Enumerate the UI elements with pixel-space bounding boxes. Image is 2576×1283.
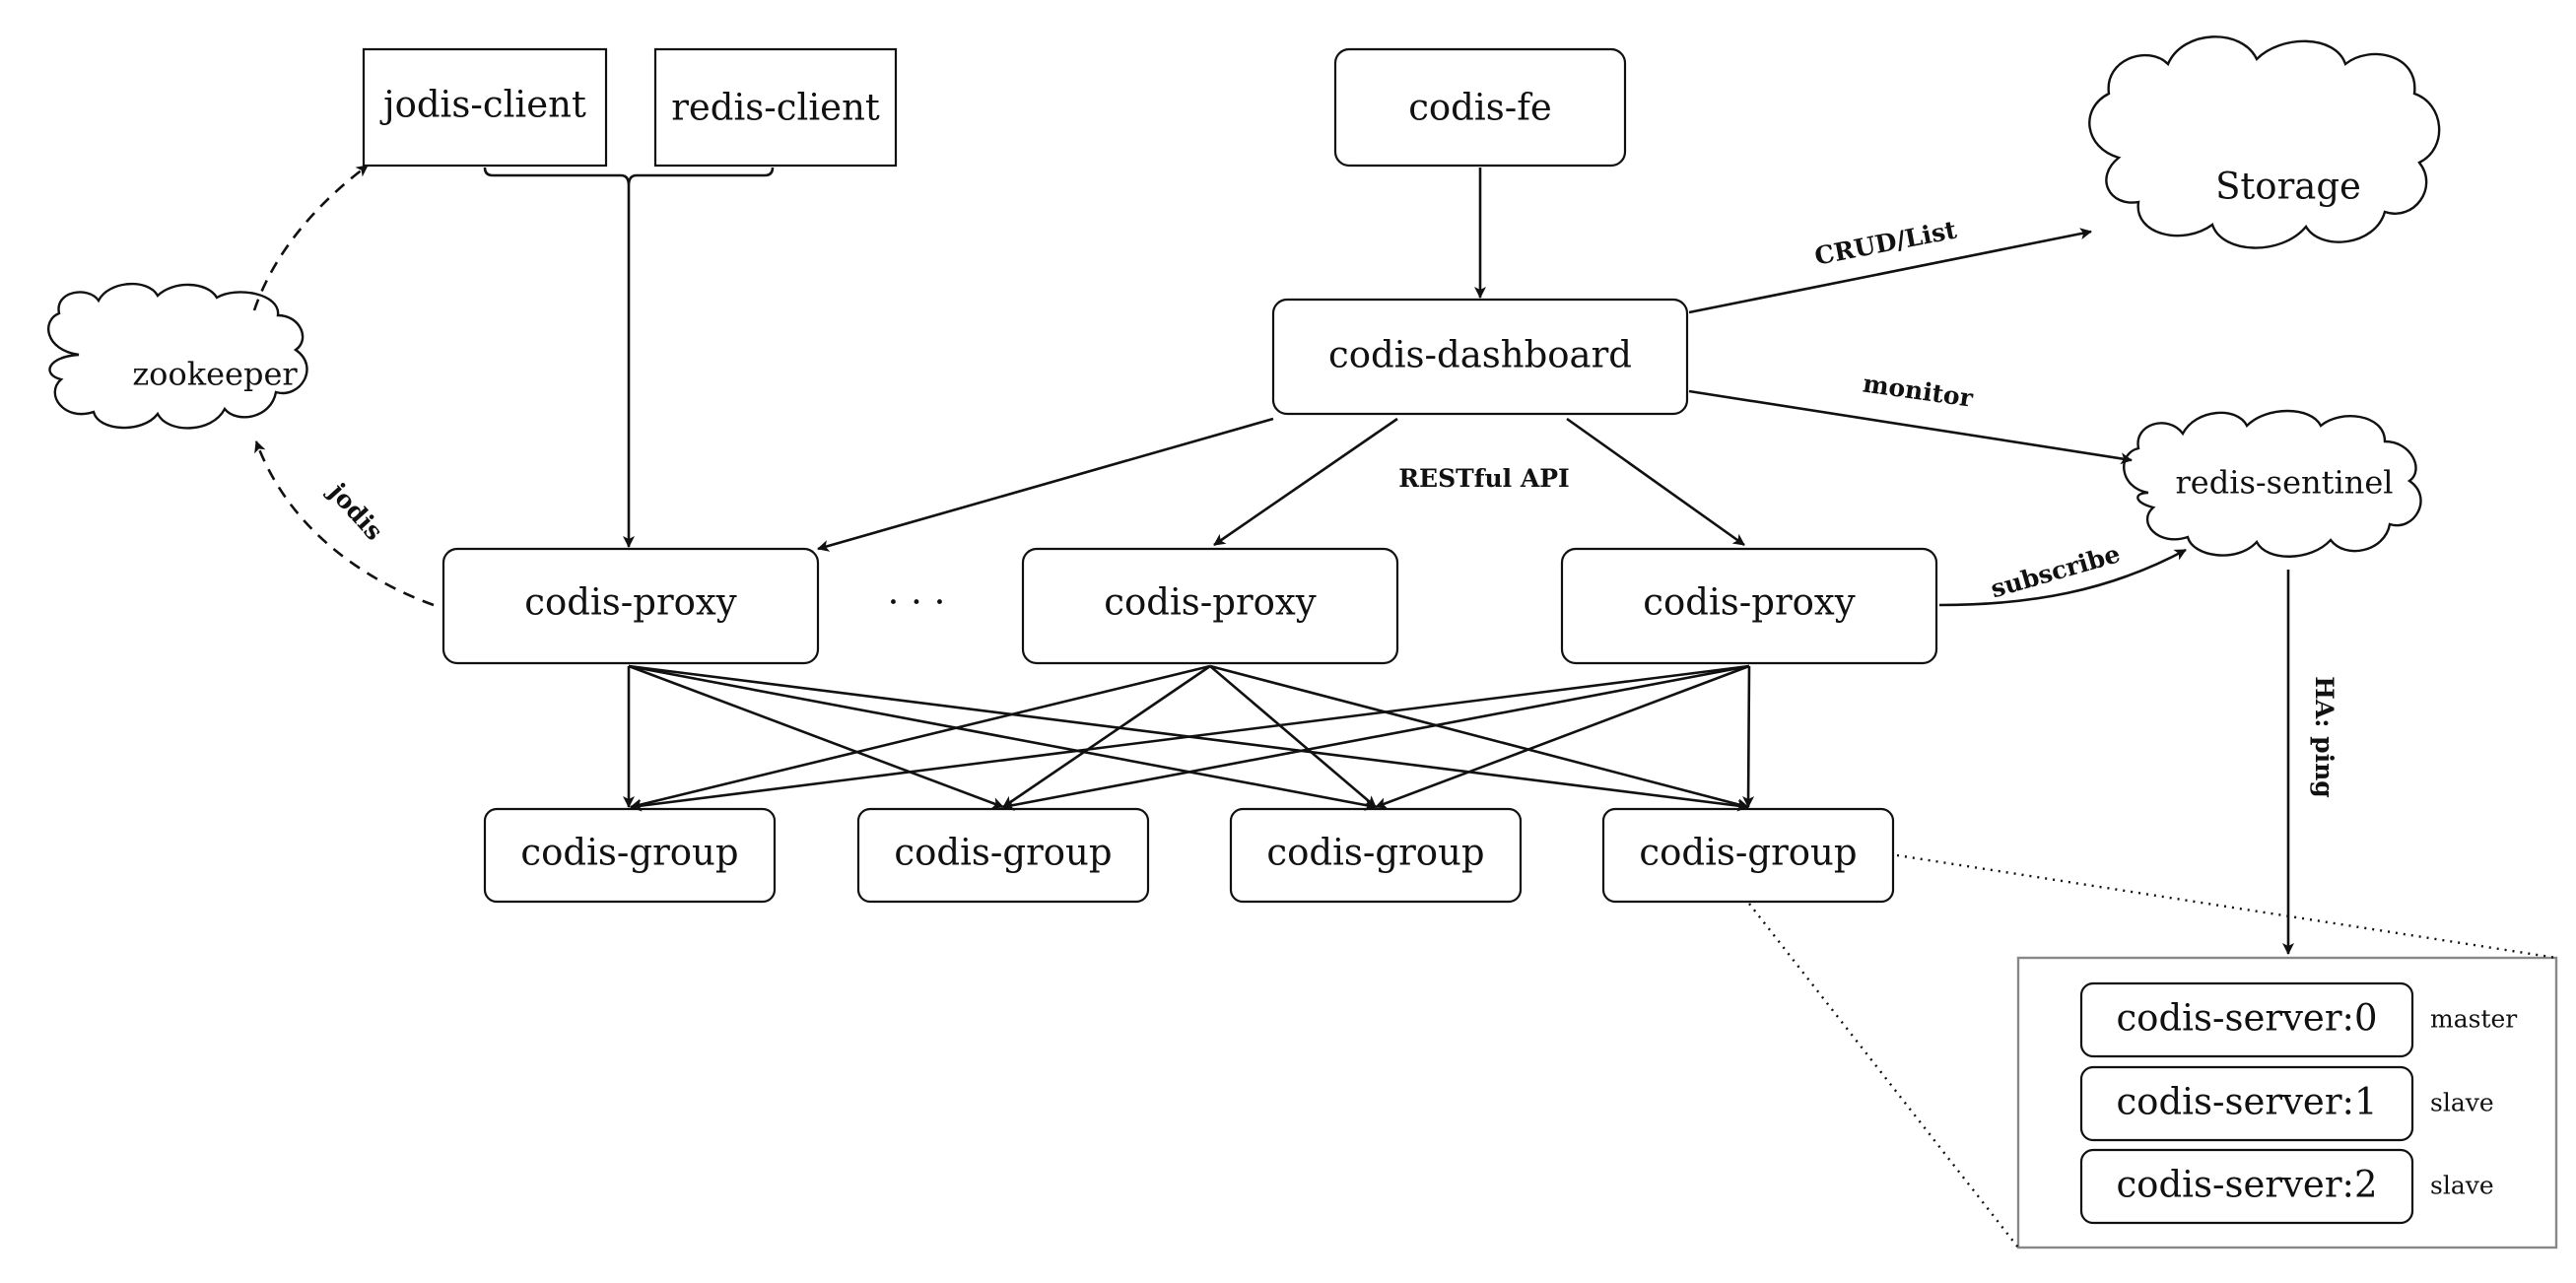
edge-label-monitor: monitor: [1862, 369, 1976, 412]
edge-label-ha: HA: ping: [2310, 676, 2339, 798]
codis-server-label: codis-server:2: [2116, 1164, 2377, 1206]
codis-proxy-label: codis-proxy: [524, 581, 737, 624]
zoom-line-top: [1896, 853, 2557, 960]
proxy-ellipsis: · · ·: [888, 581, 946, 624]
edge-dashboard-to-proxy-3: [1566, 417, 1745, 547]
redis-sentinel-label: redis-sentinel: [2175, 464, 2393, 502]
jodis-client-label: jodis-client: [379, 84, 586, 126]
proxy-group-mesh: [623, 664, 1755, 812]
edge-dashboard-to-proxy-2: [1213, 417, 1398, 547]
codis-proxy-box-2: codis-proxy: [1021, 547, 1399, 665]
edge-proxy3-group3: [1375, 664, 1750, 809]
codis-server-label: codis-server:0: [2116, 997, 2377, 1040]
codis-proxy-box-3: codis-proxy: [1560, 547, 1938, 665]
zookeeper-label: zookeeper: [132, 356, 298, 393]
edge-proxy2-group3: [1209, 665, 1377, 808]
edge-label-jodis: jodis: [322, 476, 389, 546]
edge-proxy1-group2: [628, 664, 1004, 809]
edge-proxy3-group4: [1742, 665, 1755, 808]
codis-group-label: codis-group: [1266, 832, 1484, 874]
server-role-slave: slave: [2430, 1172, 2494, 1200]
codis-dashboard-box: codis-dashboard: [1271, 298, 1689, 416]
codis-server-box-1: codis-server:1: [2079, 1065, 2414, 1142]
redis-sentinel-cloud: redis-sentinel: [2123, 409, 2422, 558]
edge-proxy2-group1: [630, 664, 1211, 811]
edge-proxy2-group4: [1209, 664, 1749, 811]
codis-server-label: codis-server:1: [2116, 1081, 2377, 1123]
zoom-line-bottom: [1748, 903, 2019, 1249]
codis-fe-label: codis-fe: [1408, 87, 1552, 129]
jodis-client-box: jodis-client: [362, 47, 608, 168]
storage-label: Storage: [2215, 166, 2361, 208]
zookeeper-cloud: zookeeper: [46, 283, 308, 430]
edge-proxy-to-zookeeper: [254, 440, 435, 607]
clients-brace: [483, 167, 775, 186]
codis-dashboard-label: codis-dashboard: [1328, 334, 1632, 376]
server-role-master: master: [2430, 1005, 2517, 1034]
codis-group-box-4: codis-group: [1601, 807, 1895, 904]
edge-proxy2-group2: [1002, 664, 1211, 809]
edge-proxy3-group1: [630, 664, 1750, 812]
edge-zookeeper-to-jodis-client: [252, 164, 369, 311]
codis-fe-box: codis-fe: [1333, 47, 1627, 168]
codis-group-label: codis-group: [1639, 832, 1857, 874]
codis-group-box-2: codis-group: [856, 807, 1150, 904]
codis-proxy-box-1: codis-proxy: [441, 547, 820, 665]
edge-dashboard-to-proxy-1: [817, 417, 1274, 552]
edge-proxy-to-sentinel: [1938, 548, 2187, 607]
edge-label-restful: RESTful API: [1398, 464, 1570, 493]
edge-dashboard-to-sentinel: [1688, 389, 2133, 465]
edge-proxy3-group2: [1002, 664, 1750, 811]
edge-proxy1-group3: [628, 664, 1377, 811]
codis-proxy-label: codis-proxy: [1643, 581, 1856, 624]
codis-proxy-label: codis-proxy: [1104, 581, 1317, 624]
codis-server-box-0: codis-server:0: [2079, 981, 2414, 1058]
codis-group-label: codis-group: [520, 832, 738, 874]
codis-group-label: codis-group: [894, 832, 1112, 874]
redis-client-label: redis-client: [671, 87, 880, 129]
redis-client-box: redis-client: [653, 47, 898, 168]
server-role-slave: slave: [2430, 1089, 2494, 1117]
edge-label-subscribe: subscribe: [1988, 539, 2124, 603]
storage-cloud: Storage: [2088, 35, 2441, 249]
edge-dashboard-to-storage: [1688, 228, 2092, 314]
codis-server-box-2: codis-server:2: [2079, 1148, 2414, 1225]
codis-group-box-3: codis-group: [1229, 807, 1523, 904]
codis-group-box-1: codis-group: [483, 807, 777, 904]
